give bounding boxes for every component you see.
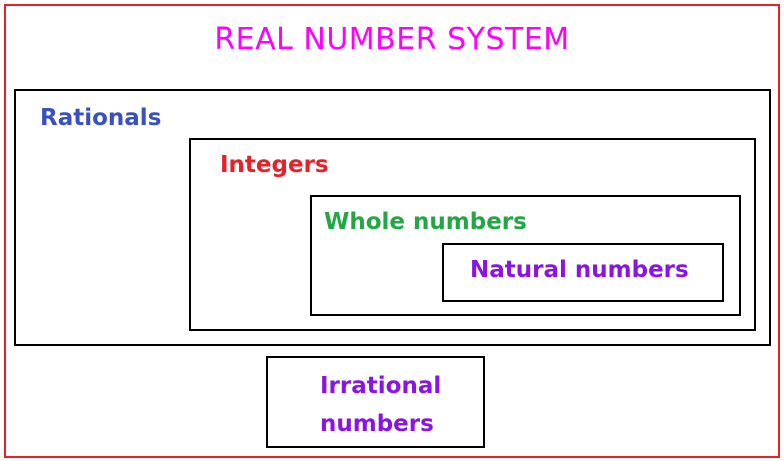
- irrational-numbers-set-box: [266, 356, 485, 448]
- whole-numbers-label: Whole numbers: [324, 209, 527, 235]
- irrational-label-line2: numbers: [320, 411, 434, 437]
- integers-label: Integers: [220, 152, 329, 178]
- irrational-numbers-label: Irrational numbers: [320, 367, 470, 443]
- irrational-label-line1: Irrational: [320, 373, 442, 399]
- diagram-title: REAL NUMBER SYSTEM: [214, 22, 570, 57]
- rationals-label: Rationals: [40, 105, 162, 131]
- natural-numbers-set-box: [442, 243, 724, 302]
- natural-numbers-label: Natural numbers: [470, 257, 689, 283]
